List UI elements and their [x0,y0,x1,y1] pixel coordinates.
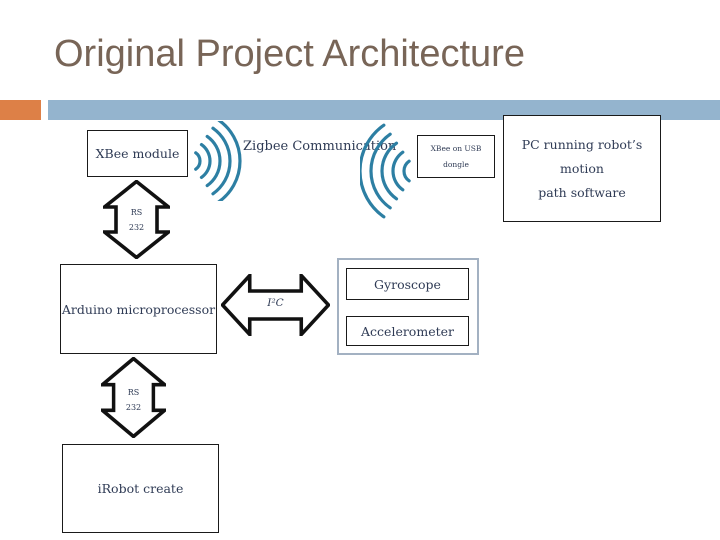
rs232-bottom-label-line2: 232 [125,403,142,412]
accent-orange-block [0,100,41,120]
gyroscope-box: Gyroscope [346,268,469,300]
xbee-usb-dongle-label-line2: dongle [443,159,469,169]
irobot-create-box: iRobot create [62,444,219,533]
rs232-bottom-label-line1: RS [127,388,140,397]
accelerometer-label: Accelerometer [361,323,454,339]
xbee-module-box: XBee module [87,130,188,177]
up-down-arrow-icon [103,180,170,259]
irobot-create-label: iRobot create [97,481,184,496]
arduino-label: Arduino microprocessor [61,301,216,317]
rs232-bottom-label: RS 232 [101,385,166,415]
xbee-usb-dongle-box: XBee on USB dongle [417,135,495,178]
sensors-group-box: Gyroscope Accelerometer [337,258,479,355]
accelerometer-box: Accelerometer [346,316,469,346]
pc-box: PC running robot’s motion path software [503,115,661,222]
xbee-usb-dongle-label-line1: XBee on USB [430,143,482,153]
gyroscope-label: Gyroscope [374,276,441,292]
left-right-arrow-icon [221,274,330,336]
rs232-top-label: RS 232 [103,205,170,235]
i2c-arrow: I²C [221,274,330,336]
rs232-arrow-bottom: RS 232 [101,357,166,438]
pc-label-line2: path software [538,184,626,200]
rs232-top-label-line2: 232 [128,223,145,232]
zigbee-signal-transmit-icon [194,121,242,201]
zigbee-signal-receive-icon [360,123,411,219]
xbee-module-label: XBee module [95,146,180,161]
slide-title: Original Project Architecture [54,33,525,75]
up-down-arrow-icon [101,357,166,438]
rs232-arrow-top: RS 232 [103,180,170,259]
zigbee-communication-label: Zigbee Communication [243,139,397,154]
arduino-box: Arduino microprocessor [60,264,217,354]
pc-label-line1: PC running robot’s motion [521,136,643,176]
rs232-top-label-line1: RS [130,208,143,217]
i2c-label: I²C [267,297,284,309]
